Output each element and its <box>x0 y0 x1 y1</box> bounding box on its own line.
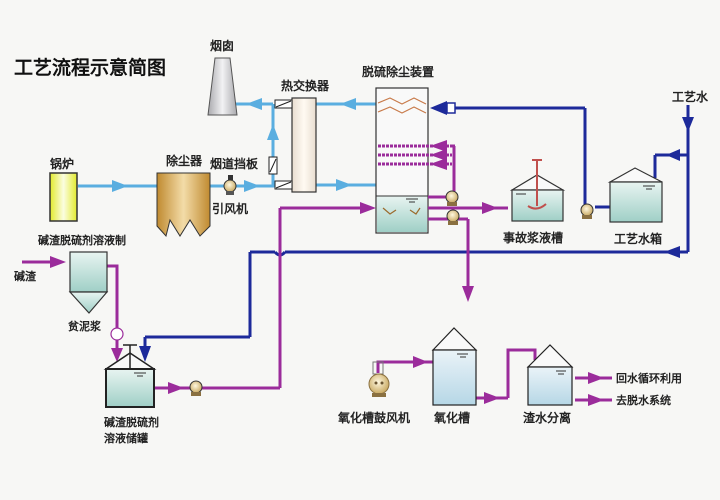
arrow-icon <box>340 98 356 110</box>
oxidation-blower[interactable]: 氧化槽鼓风机 <box>337 361 410 425</box>
process-water-lines <box>143 105 690 350</box>
arrow-icon <box>168 382 184 394</box>
induced-fan-label: 引风机 <box>212 201 248 216</box>
arrow-icon <box>430 149 447 161</box>
lean-slurry-label: 贫泥浆 <box>68 319 102 333</box>
dust-collector-label: 除尘器 <box>166 153 203 168</box>
heat-exchanger-label: 热交换器 <box>281 78 330 93</box>
process-water-label: 工艺水 <box>672 89 709 104</box>
arrow-icon <box>244 180 260 192</box>
flue-gas-arrows <box>112 98 356 192</box>
oxidation-blower-label: 氧化槽鼓风机 <box>337 410 410 425</box>
recycle-output-label: 回水循环利用 <box>616 371 682 385</box>
oxidation-tank: 氧化槽 <box>431 327 478 425</box>
arrow-icon <box>111 348 123 362</box>
alkali-slag-label: 碱渣 <box>14 269 37 283</box>
process-water-arrows <box>139 101 694 362</box>
chimney: 烟囱 <box>207 38 238 116</box>
arrow-icon <box>482 202 498 214</box>
boiler-label: 锅炉 <box>50 156 74 171</box>
arrow-icon <box>139 346 151 362</box>
slurry-prep-tank: 碱渣脱硫剂溶液制 碱渣 贫泥浆 <box>14 233 126 333</box>
slurry-arrows <box>50 202 604 406</box>
process-water-tank: 工艺水箱 <box>607 167 663 246</box>
storage-tank-label-1: 碱渣脱硫剂 <box>104 415 159 429</box>
flue-gas-lines <box>78 102 376 188</box>
arrow-icon <box>430 158 447 170</box>
feed-pump[interactable] <box>189 380 203 396</box>
flue-damper[interactable] <box>268 156 278 175</box>
arrow-icon <box>112 180 128 192</box>
flue-damper-label: 烟道挡板 <box>210 156 259 171</box>
chimney-label: 烟囱 <box>210 38 234 53</box>
slag-water-separator: 渣水分离 <box>523 344 574 425</box>
arrow-icon <box>336 179 352 191</box>
diagram-title: 工艺流程示意简图 <box>14 56 166 79</box>
arrow-icon <box>360 202 376 214</box>
circulation-pump[interactable] <box>445 190 459 206</box>
arrow-icon <box>682 117 694 132</box>
boiler: 锅炉 <box>49 156 78 222</box>
arrow-icon <box>267 124 279 140</box>
desulfurizer-label: 脱硫除尘装置 <box>362 64 434 79</box>
arrow-icon <box>50 256 66 268</box>
emergency-slurry-tank: 事故浆液槽 <box>503 159 566 245</box>
metering-valve[interactable] <box>110 327 124 341</box>
prep-header-label: 碱渣脱硫剂溶液制 <box>38 233 126 247</box>
separator-label: 渣水分离 <box>523 410 571 425</box>
emergency-tank-label: 事故浆液槽 <box>503 230 563 245</box>
arrow-icon <box>664 246 680 258</box>
arrow-icon <box>462 286 474 302</box>
desulfurizer-tower: 脱硫除尘装置 <box>362 64 452 234</box>
discharge-pump[interactable] <box>446 209 460 225</box>
induced-fan[interactable]: 引风机 <box>212 175 248 216</box>
arrow-icon <box>430 140 447 152</box>
dewater-output-label: 去脱水系统 <box>616 393 671 407</box>
arrow-icon <box>588 372 604 384</box>
process-water-pump[interactable] <box>580 203 594 219</box>
arrow-icon <box>430 101 447 115</box>
storage-tank-label-2: 溶液储罐 <box>104 431 148 445</box>
arrow-icon <box>666 149 680 161</box>
arrow-icon <box>484 392 500 404</box>
process-water-tank-label: 工艺水箱 <box>614 231 662 246</box>
dust-collector: 除尘器 <box>156 153 211 238</box>
arrow-icon <box>588 394 604 406</box>
arrow-icon <box>413 356 428 368</box>
oxidation-tank-label: 氧化槽 <box>433 410 470 425</box>
spray-inlet-arrows <box>430 140 447 170</box>
desulfurizer-storage-tank: 碱渣脱硫剂 溶液储罐 <box>103 344 159 445</box>
heat-exchanger: 热交换器 <box>274 78 330 193</box>
arrow-icon <box>246 98 262 110</box>
